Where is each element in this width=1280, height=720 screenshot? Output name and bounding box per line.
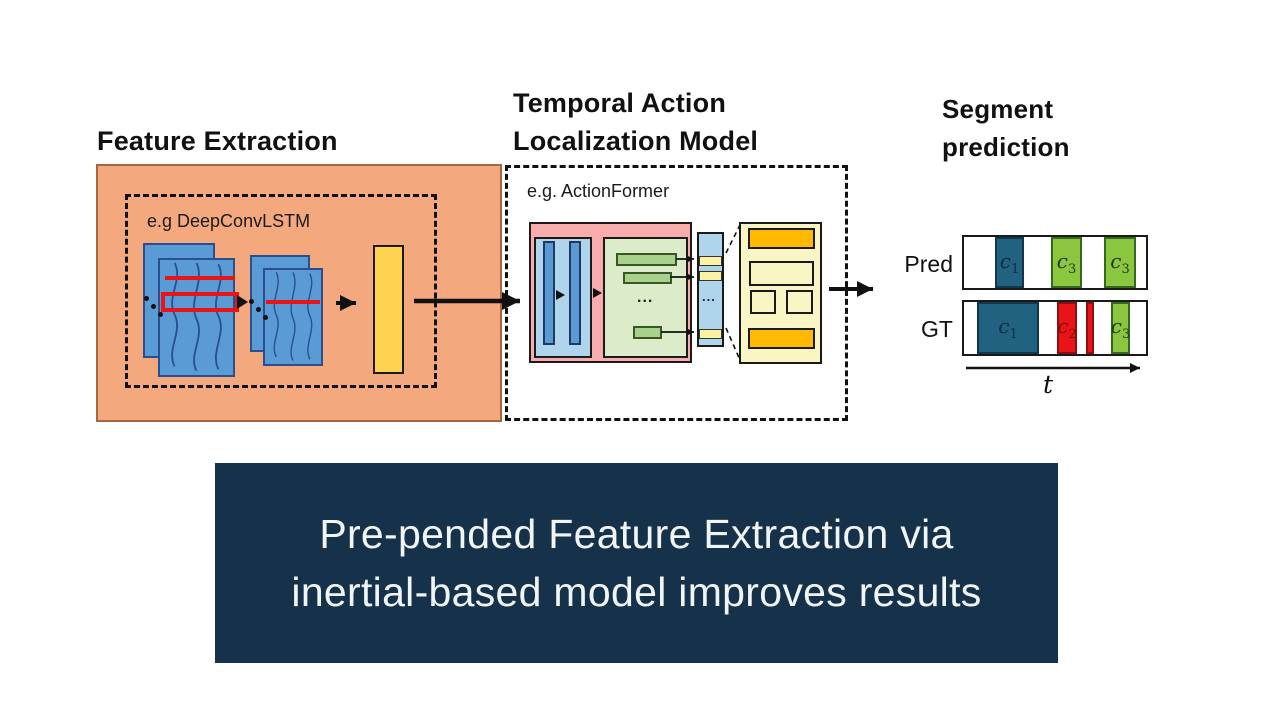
segment-label: c2 (1057, 314, 1077, 342)
pyramid-level-bar-1 (616, 253, 677, 266)
segment-block: c3 (1051, 237, 1082, 288)
caption-line1: Pre-pended Feature Extraction via (319, 511, 954, 557)
arrowhead-pyramid-icon (593, 288, 602, 298)
feature-extraction-title: Feature Extraction (97, 126, 338, 156)
encoder-layer-bar-2 (569, 241, 581, 345)
segment-label: c1 (999, 248, 1020, 277)
model-title-line1: Temporal Action (513, 88, 727, 118)
signal-waves-icon (273, 272, 313, 361)
segment-label: c1 (998, 314, 1018, 342)
head-orange-bar-bottom (748, 328, 815, 349)
embedding-ellipsis: ... (702, 289, 716, 304)
embedding-cell-1 (699, 256, 722, 266)
segment-title-line2: prediction (942, 132, 1070, 162)
segment-label: c3 (1110, 314, 1131, 342)
caption-line2: inertial-based model improves results (291, 569, 982, 615)
gt-row-label: GT (921, 316, 953, 342)
segment-block: c1 (995, 237, 1024, 288)
model-title: Temporal Action Localization Model (513, 84, 758, 160)
sliding-window-frame (161, 292, 239, 312)
embedding-cell-2 (699, 271, 722, 281)
ellipsis-dots-1 (144, 296, 164, 318)
sliding-window-line-1 (165, 276, 235, 280)
model-title-line2: Localization Model (513, 126, 759, 156)
segment-label: c3 (1110, 248, 1130, 277)
caption-banner: Pre-pended Feature Extraction via inerti… (215, 463, 1058, 663)
segment-block: c2 (1057, 302, 1077, 354)
deepconvlstm-dashed-box (125, 194, 437, 388)
segment-prediction-title: Segment prediction (942, 90, 1070, 166)
segment-title-line1: Segment (942, 94, 1054, 124)
embedding-cell-3 (699, 329, 722, 339)
sensor-window-front-2 (263, 268, 323, 366)
encoder-layer-bar-1 (543, 241, 555, 345)
sliding-window-line-2 (266, 300, 320, 304)
pyramid-ellipsis: ... (637, 289, 654, 306)
pyramid-level-bar-3 (633, 326, 662, 339)
feature-vector-bar (373, 245, 404, 374)
pred-row-label: Pred (904, 251, 953, 277)
head-orange-bar-top (748, 228, 815, 249)
embedding-column (697, 232, 724, 347)
head-square-left (750, 290, 776, 314)
segment-block: c1 (977, 302, 1039, 354)
time-axis-label: t (1043, 370, 1054, 399)
head-rect-mid (749, 261, 814, 286)
head-square-right (786, 290, 813, 314)
segment-block: c3 (1111, 302, 1130, 354)
pyramid-level-bar-2 (623, 272, 672, 284)
ellipsis-dots-2 (249, 299, 269, 321)
actionformer-label: e.g. ActionFormer (527, 181, 670, 201)
gt-timeline-bar: c1 c2 c3 (962, 300, 1148, 356)
segment-block (1086, 302, 1094, 354)
arrowhead-window-icon (237, 295, 248, 309)
arrowhead-encoder-icon (556, 290, 565, 300)
segment-block: c3 (1104, 237, 1136, 288)
segment-label: c3 (1056, 248, 1077, 277)
pred-timeline-bar: c1 c3 c3 (962, 235, 1148, 290)
deepconvlstm-label: e.g DeepConvLSTM (147, 211, 311, 231)
